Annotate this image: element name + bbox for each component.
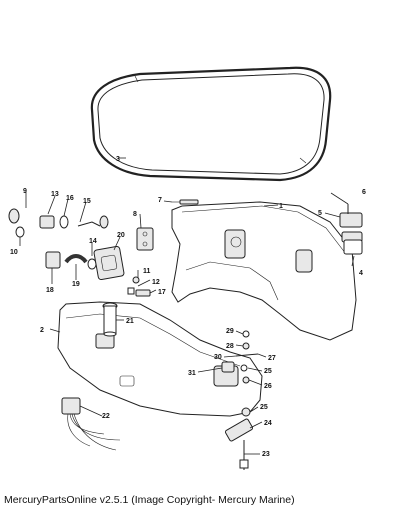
grommet-9-10[interactable]	[8, 208, 25, 238]
wiring-harness-22[interactable]	[61, 397, 121, 451]
callout-5: 5	[318, 210, 322, 217]
latch-hardware-26-31[interactable]	[221, 330, 259, 384]
callout-25-lower: 25	[260, 404, 268, 411]
latch-assembly-right[interactable]	[339, 204, 363, 255]
bracket-8[interactable]	[136, 227, 154, 251]
bottom-cowl[interactable]	[57, 301, 263, 417]
callout-24: 24	[264, 420, 272, 427]
callout-4: 4	[359, 270, 363, 277]
callout-6: 6	[362, 189, 366, 196]
callout-2: 2	[40, 327, 44, 334]
callout-31: 31	[188, 370, 196, 377]
callout-20: 20	[117, 232, 125, 239]
callout-17: 17	[158, 289, 166, 296]
callout-13: 13	[51, 191, 59, 198]
leader-lines	[19, 157, 355, 455]
callout-21: 21	[126, 318, 134, 325]
callout-14: 14	[89, 238, 97, 245]
callout-11: 11	[143, 268, 151, 275]
callout-1: 1	[279, 203, 283, 210]
plate-20[interactable]	[93, 245, 125, 281]
callout-9: 9	[23, 188, 27, 195]
exploded-parts-diagram: 1 2 3 4 5 6 7 8 9 10 11 12 13 14 15 16 1…	[8, 66, 366, 470]
hose-18-19[interactable]	[45, 251, 97, 270]
callout-27: 27	[268, 355, 276, 362]
callout-29: 29	[226, 328, 234, 335]
seal-gasket[interactable]	[90, 66, 332, 182]
callout-12: 12	[152, 279, 160, 286]
callout-25-upper: 25	[264, 368, 272, 375]
callout-8: 8	[133, 211, 137, 218]
callout-30: 30	[214, 354, 222, 361]
callout-19: 19	[72, 281, 80, 288]
top-cowl[interactable]	[171, 201, 357, 341]
callout-7: 7	[158, 197, 162, 204]
callout-26: 26	[264, 383, 272, 390]
callout-15: 15	[83, 198, 91, 205]
small-hardware-11-12-17[interactable]	[127, 276, 151, 297]
callout-16: 16	[66, 195, 74, 202]
screw-7[interactable]	[172, 199, 199, 205]
callout-28: 28	[226, 343, 234, 350]
tube-21[interactable]	[102, 302, 118, 337]
callout-10: 10	[10, 249, 18, 256]
callout-18: 18	[46, 287, 54, 294]
callout-23: 23	[262, 451, 270, 458]
callout-labels: 1 2 3 4 5 6 7 8 9 10 11 12 13 14 15 16 1…	[10, 156, 366, 458]
image-caption: MercuryPartsOnline v2.5.1 (Image Copyrig…	[4, 494, 295, 506]
callout-3: 3	[116, 156, 120, 163]
callout-22: 22	[102, 413, 110, 420]
fittings-13-15-16[interactable]	[39, 215, 109, 229]
latch-assembly-lower[interactable]	[224, 407, 254, 470]
